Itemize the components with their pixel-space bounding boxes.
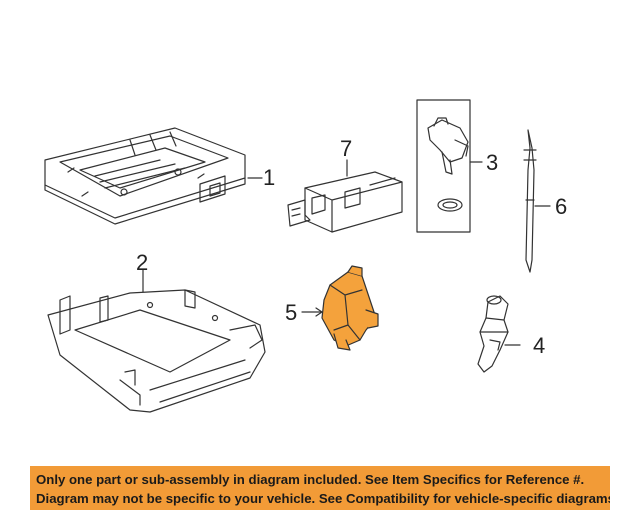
pressure-sensor-part[interactable] bbox=[321, 265, 379, 351]
crankshaft-sensor-part[interactable] bbox=[477, 295, 509, 373]
disclaimer-banner: Only one part or sub-assembly in diagram… bbox=[30, 466, 610, 510]
callout-2: 2 bbox=[136, 250, 148, 275]
callout-5: 5 bbox=[285, 300, 297, 325]
callout-1: 1 bbox=[263, 165, 275, 190]
control-unit-part[interactable] bbox=[287, 171, 403, 233]
leader-arrow-5 bbox=[315, 307, 323, 317]
callout-6: 6 bbox=[555, 194, 567, 219]
disclaimer-line-2: Diagram may not be specific to your vehi… bbox=[36, 491, 610, 506]
callout-3: 3 bbox=[486, 150, 498, 175]
position-sensor-part[interactable] bbox=[427, 117, 469, 212]
callout-4: 4 bbox=[533, 333, 545, 358]
knock-sensor-rod-part[interactable] bbox=[523, 129, 537, 273]
module-bracket-part[interactable] bbox=[47, 289, 266, 413]
disclaimer-line-1: Only one part or sub-assembly in diagram… bbox=[36, 472, 585, 487]
callout-7: 7 bbox=[340, 136, 352, 161]
ecm-module-part[interactable] bbox=[44, 127, 246, 225]
position-sensor-box bbox=[416, 99, 471, 233]
